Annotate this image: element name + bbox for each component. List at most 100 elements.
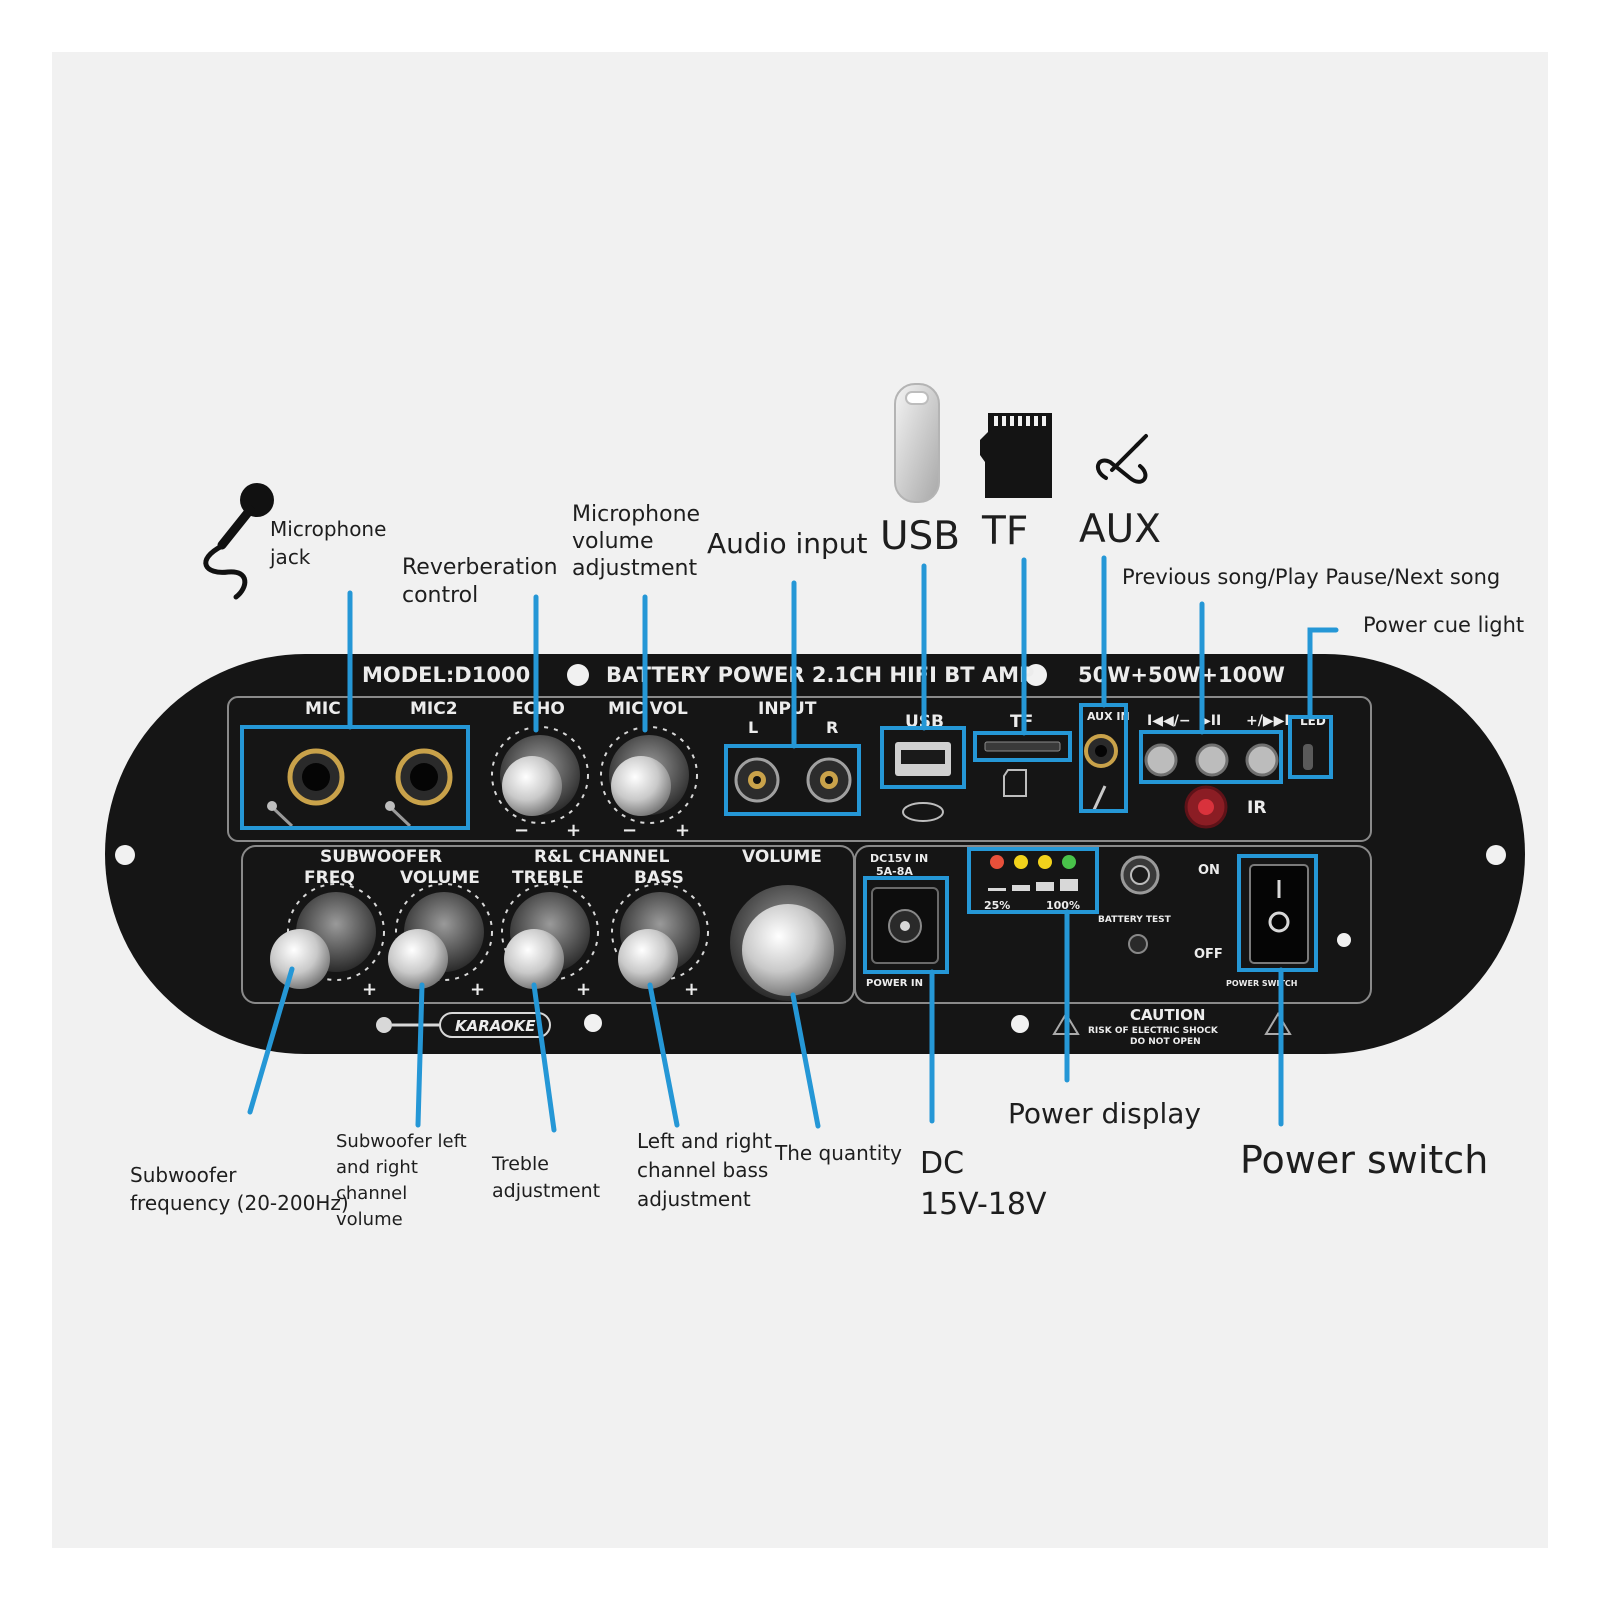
label-dc-in: DC15V IN <box>870 852 928 865</box>
label-input: INPUT <box>758 699 817 719</box>
treble-knob[interactable] <box>501 883 599 989</box>
label-battery-test: BATTERY TEST <box>1098 915 1172 925</box>
play-pause-button[interactable] <box>1195 743 1229 777</box>
label-on: ON <box>1198 863 1220 878</box>
label-battery-100: 100% <box>1046 899 1080 912</box>
echo-knob[interactable] <box>491 726 589 824</box>
mic-volume-knob[interactable] <box>600 726 698 824</box>
next-button[interactable] <box>1245 743 1279 777</box>
ann-sub-vol-3: channel <box>336 1183 407 1204</box>
power-led <box>1303 744 1313 770</box>
aux-in-jack[interactable] <box>1084 734 1118 768</box>
subvol-plus: + <box>470 979 485 1000</box>
amplifier-panel: MODEL:D1000 BATTERY POWER 2.1CH HIFI BT … <box>105 654 1525 1054</box>
aux-cable-icon <box>1095 434 1148 484</box>
ann-audio-input: Audio input <box>707 527 868 560</box>
mic-jack[interactable] <box>287 748 345 806</box>
ann-reverb-2: control <box>402 583 478 608</box>
input-l-jack[interactable] <box>734 757 780 803</box>
label-volume-main: VOLUME <box>742 847 822 867</box>
label-dc-current: 5A-8A <box>876 865 913 878</box>
ann-power-cue-light: Power cue light <box>1363 613 1524 637</box>
ann-reverb-1: Reverberation <box>402 555 558 580</box>
previous-button[interactable] <box>1144 743 1178 777</box>
mounting-hole <box>115 845 135 865</box>
ann-track-controls: Previous song/Play Pause/Next song <box>1122 565 1500 589</box>
ann-power-switch: Power switch <box>1240 1138 1488 1182</box>
label-input-l: L <box>748 718 758 737</box>
dc-power-jack[interactable] <box>871 887 939 964</box>
panel-title: BATTERY POWER 2.1CH HIFI BT AMP <box>606 663 1034 687</box>
ann-treble-2: adjustment <box>492 1180 600 1202</box>
highlight-boxes <box>240 703 1333 974</box>
tf-card-slot[interactable] <box>984 741 1061 797</box>
mic2-jack[interactable] <box>395 748 453 806</box>
annotations: Microphone jack Reverberation control Mi… <box>130 502 1524 1230</box>
treble-plus: + <box>576 979 591 1000</box>
label-rl-channel: R&L CHANNEL <box>534 847 670 867</box>
usb-port[interactable] <box>895 742 951 776</box>
label-caution: CAUTION <box>1130 1006 1205 1024</box>
ann-microphone-jack-1: Microphone <box>270 517 386 541</box>
mounting-hole <box>1486 845 1506 865</box>
battery-level-display <box>988 855 1078 891</box>
ann-sub-vol-4: volume <box>336 1209 403 1230</box>
ann-bass-3: adjustment <box>637 1187 751 1211</box>
ir-receiver <box>1184 785 1228 829</box>
subwoofer-freq-knob[interactable] <box>270 883 385 989</box>
usb-logo-mark <box>902 802 944 822</box>
echo-plus: + <box>566 820 581 841</box>
microphone-icon <box>203 483 274 600</box>
ann-power-display: Power display <box>1008 1097 1201 1130</box>
ann-treble-1: Treble <box>491 1153 549 1175</box>
battery-test-button[interactable] <box>1120 855 1160 895</box>
label-treble: TREBLE <box>512 868 584 888</box>
label-power-in: POWER IN <box>866 978 923 989</box>
echo-minus: − <box>514 820 529 841</box>
label-aux-in: AUX IN <box>1087 710 1130 723</box>
ann-aux: AUX <box>1079 507 1161 552</box>
micvol-minus: − <box>622 820 637 841</box>
ann-quantity: The quantity <box>774 1141 902 1165</box>
power-switch[interactable] <box>1249 864 1309 964</box>
input-r-jack[interactable] <box>806 757 852 803</box>
label-power-switch: POWER SWITCH <box>1226 979 1297 988</box>
bass-knob[interactable] <box>611 883 709 989</box>
label-input-r: R <box>826 718 838 737</box>
main-volume-knob[interactable] <box>730 885 846 1001</box>
ann-sub-freq-2: frequency (20-200Hz) <box>130 1191 349 1215</box>
ann-micvol-3: adjustment <box>572 556 697 581</box>
ann-dc-1: DC <box>920 1146 964 1181</box>
subwoofer-volume-knob[interactable] <box>388 883 493 989</box>
label-sub-volume: VOLUME <box>400 868 480 888</box>
label-prev: I◀◀/− <box>1147 713 1191 729</box>
label-play: ▶II <box>1200 713 1221 729</box>
karaoke-label: KARAOKE <box>455 1017 536 1035</box>
label-mic: MIC <box>305 699 341 719</box>
freq-plus: + <box>362 979 377 1000</box>
label-mic2: MIC2 <box>410 699 458 719</box>
ann-sub-vol-1: Subwoofer left <box>336 1131 467 1152</box>
micvol-plus: + <box>675 820 690 841</box>
ann-sub-freq-1: Subwoofer <box>130 1163 237 1187</box>
label-ir: IR <box>1247 798 1266 818</box>
ann-bass-2: channel bass <box>637 1158 768 1182</box>
ann-usb: USB <box>880 514 960 559</box>
ann-tf: TF <box>981 509 1028 554</box>
label-caution-open: DO NOT OPEN <box>1130 1037 1201 1047</box>
karaoke-badge <box>439 1012 551 1038</box>
label-off: OFF <box>1194 947 1223 962</box>
ann-micvol-2: volume <box>572 529 654 554</box>
tf-card-icon <box>980 413 1052 498</box>
usb-drive-icon <box>894 383 940 503</box>
label-mic-vol: MIC VOL <box>608 699 688 719</box>
ann-micvol-1: Microphone <box>572 502 700 527</box>
panel-model: MODEL:D1000 <box>362 663 530 687</box>
label-bass: BASS <box>634 868 684 888</box>
ann-dc-2: 15V-18V <box>920 1187 1047 1222</box>
label-battery-25: 25% <box>984 899 1010 912</box>
panel-power-rating: 50W+50W+100W <box>1078 663 1285 687</box>
ann-microphone-jack-2: jack <box>269 545 311 569</box>
label-next: +/▶▶I <box>1246 713 1290 729</box>
